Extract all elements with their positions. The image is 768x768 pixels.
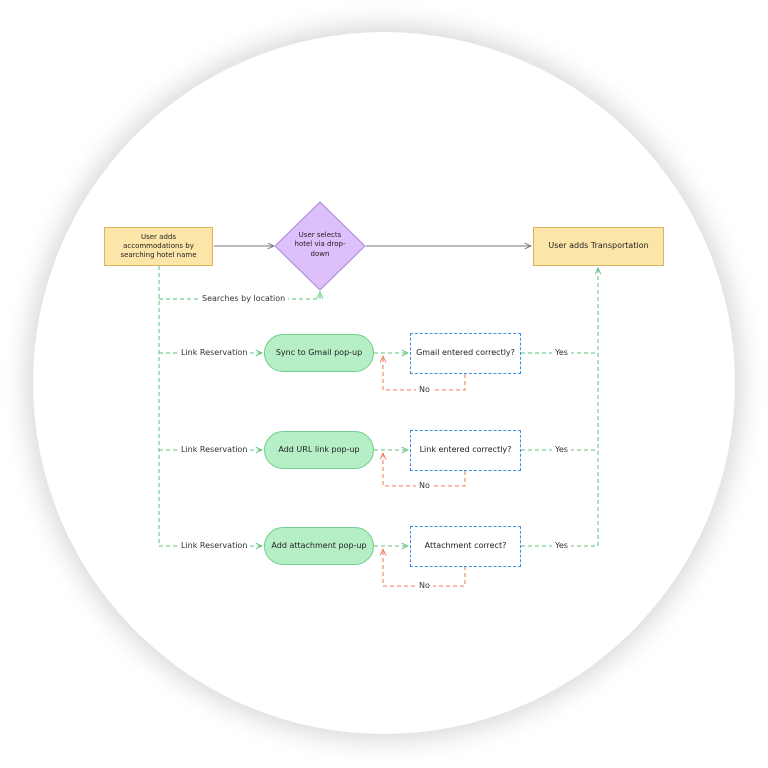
popup-attachment-label: Add attachment pop-up — [271, 540, 367, 550]
check-gmail-label: Gmail entered correctly? — [416, 348, 515, 358]
popup-gmail: Sync to Gmail pop-up — [264, 334, 374, 372]
popup-gmail-label: Sync to Gmail pop-up — [275, 347, 363, 357]
label-no-1: No — [416, 385, 433, 395]
label-yes-2: Yes — [552, 445, 571, 455]
label-link-reservation-2: Link Reservation — [178, 445, 251, 455]
end-process-box: User adds Transportation — [533, 227, 664, 266]
label-no-3: No — [416, 581, 433, 591]
start-process-box: User adds accommodations by searching ho… — [104, 227, 213, 266]
popup-url-link: Add URL link pop-up — [264, 431, 374, 469]
end-process-label: User adds Transportation — [548, 241, 649, 251]
popup-attachment: Add attachment pop-up — [264, 527, 374, 565]
check-attachment-label: Attachment correct? — [424, 541, 507, 551]
check-attachment: Attachment correct? — [410, 526, 521, 567]
decision-label: User selects hotel via drop-down — [294, 231, 346, 258]
decision-diamond — [274, 201, 366, 291]
label-yes-3: Yes — [552, 541, 571, 551]
popup-url-link-label: Add URL link pop-up — [278, 444, 360, 454]
label-no-2: No — [416, 481, 433, 491]
label-yes-1: Yes — [552, 348, 571, 358]
check-link-label: Link entered correctly? — [419, 445, 512, 455]
check-gmail: Gmail entered correctly? — [410, 333, 521, 374]
start-process-label: User adds accommodations by searching ho… — [120, 232, 197, 260]
circle-frame — [33, 32, 735, 734]
label-link-reservation-3: Link Reservation — [178, 541, 251, 551]
label-link-reservation-1: Link Reservation — [178, 348, 251, 358]
label-searches-by-location: Searches by location — [199, 294, 289, 304]
path-search-location — [159, 292, 320, 300]
check-link: Link entered correctly? — [410, 430, 521, 471]
path-no-3 — [383, 549, 466, 587]
